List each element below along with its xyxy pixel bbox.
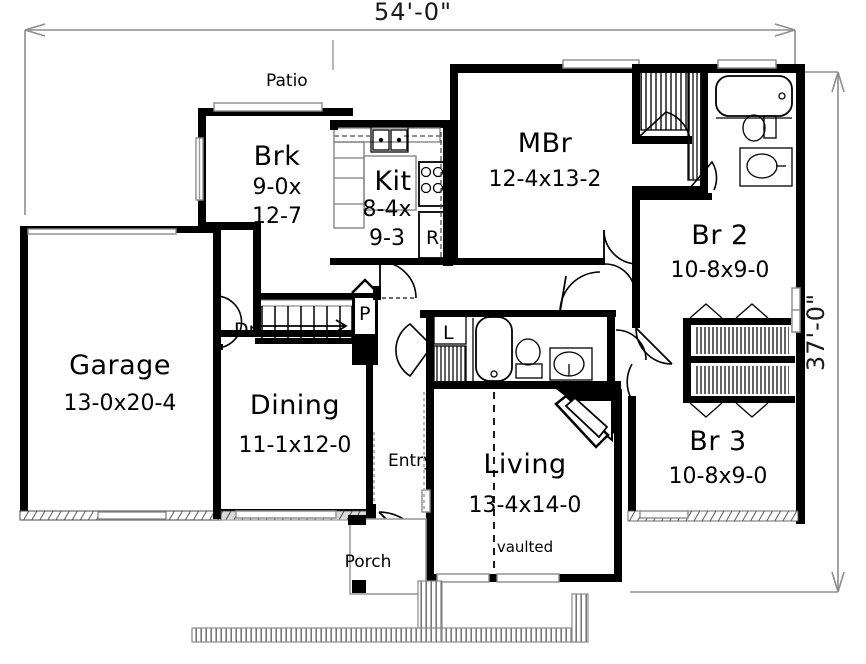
room-br2-size: 10-8x9-0: [671, 258, 770, 283]
room-living: Living 13-4x14-0 vaulted: [421, 389, 622, 583]
hall-bath: L: [395, 271, 621, 389]
room-living-note: vaulted: [497, 538, 553, 556]
room-kit-name: Kit: [374, 166, 411, 197]
structure-connectors: [253, 120, 453, 334]
area-porch: Porch: [345, 515, 427, 595]
area-patio-label: Patio: [266, 71, 308, 91]
room-dining-size: 11-1x12-0: [239, 433, 352, 458]
dimension-top-label: 54'-0": [374, 0, 452, 26]
room-garage-name: Garage: [69, 350, 171, 381]
room-br2-name: Br 2: [691, 220, 748, 251]
area-entry-label: Entry: [388, 451, 433, 471]
room-dining-name: Dining: [250, 390, 340, 421]
area-patio: Patio: [266, 40, 334, 91]
laundry-label: L: [443, 322, 454, 344]
room-kit-size2: 9-3: [369, 226, 405, 251]
room-br3-name: Br 3: [689, 426, 746, 457]
pantry-label: P: [359, 303, 370, 325]
room-br3: Br 3 10-8x9-0: [626, 363, 799, 522]
room-brk-size1: 9-0x: [253, 175, 302, 200]
room-br3-size: 10-8x9-0: [669, 464, 768, 489]
bedroom-closets: [683, 303, 801, 418]
hallway-doors: [604, 263, 647, 361]
stair-run: Dn: [234, 293, 355, 344]
room-garage-size: 13-0x20-4: [64, 391, 177, 416]
walkway: [191, 580, 589, 643]
area-porch-label: Porch: [345, 552, 392, 572]
room-living-name: Living: [483, 449, 566, 480]
room-kit: R Kit 8-4x 9-3: [330, 120, 451, 299]
room-brk: Brk 9-0x 12-7: [195, 102, 353, 230]
area-entry: Entry: [366, 392, 433, 558]
master-bath: [632, 59, 793, 193]
room-living-size: 13-4x14-0: [469, 493, 582, 518]
room-brk-name: Brk: [254, 141, 301, 172]
room-garage: Garage 13-0x20-4: [19, 226, 243, 521]
dimension-right-label: 37'-0": [802, 293, 830, 371]
room-mbr-size: 12-4x13-2: [489, 167, 602, 192]
dimension-top: 54'-0": [24, 0, 796, 215]
room-dining: Dining 11-1x12-0: [213, 330, 373, 521]
refrigerator-label: R: [426, 227, 439, 249]
pantry-closet: P: [351, 278, 379, 365]
dimension-right: 37'-0": [630, 71, 845, 593]
room-mbr-name: MBr: [518, 128, 573, 159]
room-kit-size1: 8-4x: [363, 197, 412, 222]
